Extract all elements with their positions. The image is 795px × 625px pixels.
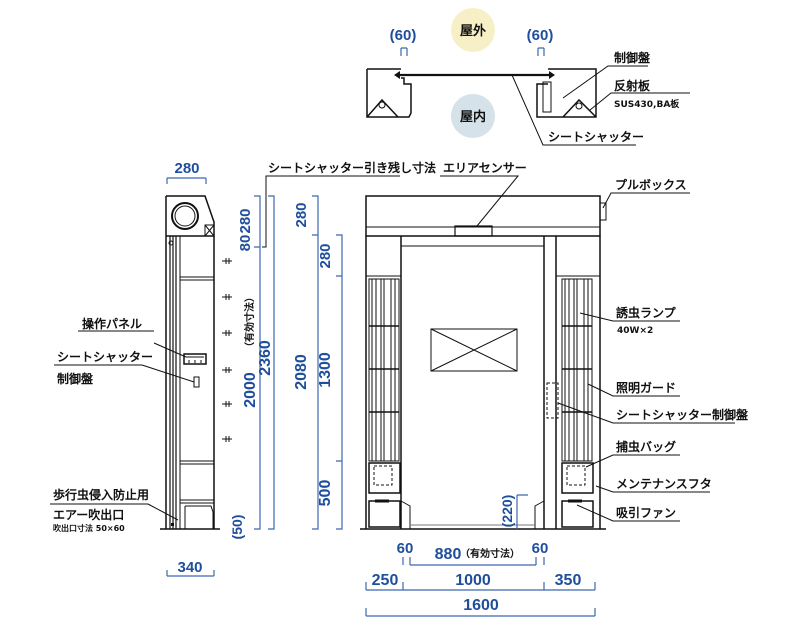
shutter-control-box xyxy=(193,376,200,388)
leader-air-outlet xyxy=(147,503,179,521)
front-dim-60-right: 60 xyxy=(532,540,549,557)
leader-sheet-shutter xyxy=(511,74,636,146)
front-dim-280-sub: 280 xyxy=(317,243,334,268)
label-shutter-control-side-2: 制御盤 xyxy=(57,371,94,386)
front-dim-1300: 1300 xyxy=(317,352,334,388)
front-dim-220: (220) xyxy=(499,495,515,528)
front-dim-line-220 xyxy=(516,494,528,529)
indoor-badge-label: 屋内 xyxy=(460,109,486,125)
front-dim-880-note: （有効寸法） xyxy=(460,547,520,560)
side-bottom-width-line xyxy=(166,570,215,577)
label-air-outlet-size: 吹出口寸法 50×60 xyxy=(53,523,125,533)
indoor-badge xyxy=(451,94,495,138)
side-dim-2000: 2000 xyxy=(242,372,259,408)
label-suction-fan: 吸引ファン xyxy=(616,506,676,520)
leader-suction-fan xyxy=(576,504,680,522)
label-air-outlet-1: 歩行虫侵入防止用 xyxy=(53,487,149,502)
front-dim-500: 500 xyxy=(317,480,334,507)
outdoor-badge xyxy=(451,8,495,52)
label-air-outlet-2: エアー吹出口 xyxy=(53,507,124,522)
front-view: 280 2080 280 1300 500 xyxy=(293,161,749,617)
front-shutter-control-box xyxy=(546,382,559,419)
front-dim-line-2080 xyxy=(312,195,319,530)
leader-reflector xyxy=(589,92,690,111)
area-sensor xyxy=(454,225,493,237)
label-control-panel-top: 制御盤 xyxy=(614,50,651,65)
leader-remaining-dim xyxy=(262,175,400,248)
side-dim-line-inner xyxy=(254,195,261,530)
left-insect-lamp xyxy=(368,278,400,462)
front-dim-line-sub xyxy=(336,234,343,530)
side-dim-2360: 2360 xyxy=(257,340,274,376)
label-pull-box: プルボックス xyxy=(615,177,687,192)
front-dim-350: 350 xyxy=(555,572,582,589)
operation-panel xyxy=(183,353,207,365)
leader-operation-panel xyxy=(153,342,187,358)
label-shutter-control-side-1: シートシャッター xyxy=(57,350,153,364)
leader-insect-bag xyxy=(585,454,680,468)
left-gap-dim: (60) xyxy=(390,27,417,44)
label-sheet-shutter-top: シートシャッター xyxy=(548,130,644,144)
leader-shutter-control-side xyxy=(141,364,195,383)
front-dim-250: 250 xyxy=(372,572,399,589)
side-dim-280: 280 xyxy=(237,208,254,233)
side-dim-50: (50) xyxy=(229,515,245,540)
insect-bag xyxy=(566,465,586,486)
leader-maintenance-cover xyxy=(595,485,710,493)
head-box xyxy=(365,195,601,237)
side-view: 280 操作パネル シ xyxy=(50,160,436,577)
label-remaining-dim: シートシャッター引き残し寸法 xyxy=(268,160,436,175)
label-reflector: 反射板 xyxy=(614,78,651,93)
leader-pull-box xyxy=(602,192,690,209)
outdoor-badge-label: 屋外 xyxy=(460,23,486,39)
right-insect-lamp xyxy=(561,278,593,462)
right-gap-dim: (60) xyxy=(527,27,554,44)
leader-insect-lamp xyxy=(579,312,680,322)
right-housing xyxy=(536,68,597,118)
right-maintenance-cover xyxy=(561,462,594,494)
label-light-guard: 照明ガード xyxy=(616,380,676,395)
wall-ticks xyxy=(222,258,232,442)
side-top-width: 280 xyxy=(174,160,199,177)
label-maintenance-cover: メンテナンスフタ xyxy=(616,477,712,491)
right-control-box xyxy=(542,81,552,113)
side-dim-80: 80 xyxy=(237,235,254,252)
side-dim-line-2360 xyxy=(268,195,275,530)
front-dim-60-left: 60 xyxy=(397,540,414,557)
label-insect-lamp-spec: 40W×2 xyxy=(617,326,653,336)
front-dim-280-top: 280 xyxy=(293,202,310,227)
front-dim-line-1600-parts xyxy=(365,582,596,591)
top-view: 屋外 屋内 (60) (60) 制御盤 反射板 SUS430,BA板 シートシャ… xyxy=(366,8,690,146)
side-top-width-line xyxy=(166,177,207,184)
label-shutter-control-front: シートシャッター制御盤 xyxy=(616,407,749,422)
left-gap-mark xyxy=(400,47,408,56)
left-maintenance-cover xyxy=(368,462,401,494)
pull-box xyxy=(599,202,607,221)
front-dim-line-1600 xyxy=(365,608,596,617)
right-reflector xyxy=(575,102,583,110)
label-area-sensor: エリアセンサー xyxy=(443,161,527,175)
left-reflector xyxy=(378,101,386,109)
side-bottom-width: 340 xyxy=(177,559,202,576)
label-operation-panel: 操作パネル xyxy=(82,316,142,331)
front-dim-2080: 2080 xyxy=(293,354,310,390)
front-dim-880: 880 xyxy=(435,546,462,563)
label-reflector-spec: SUS430,BA板 xyxy=(614,98,680,110)
side-dim-2000-note: （有効寸法） xyxy=(243,292,256,352)
front-dim-1000: 1000 xyxy=(455,572,491,589)
leader-shutter-control-front xyxy=(557,402,735,424)
front-dim-1600: 1600 xyxy=(463,597,499,614)
leader-control-panel xyxy=(562,65,648,99)
right-gap-mark xyxy=(537,47,545,56)
leader-area-sensor xyxy=(440,175,520,227)
front-dim-line-880 xyxy=(402,557,545,566)
label-insect-bag: 捕虫バッグ xyxy=(616,439,676,454)
leader-light-guard xyxy=(587,383,680,397)
left-housing xyxy=(366,68,412,118)
door-window xyxy=(430,328,518,372)
label-insect-lamp: 誘虫ランプ xyxy=(616,305,677,320)
